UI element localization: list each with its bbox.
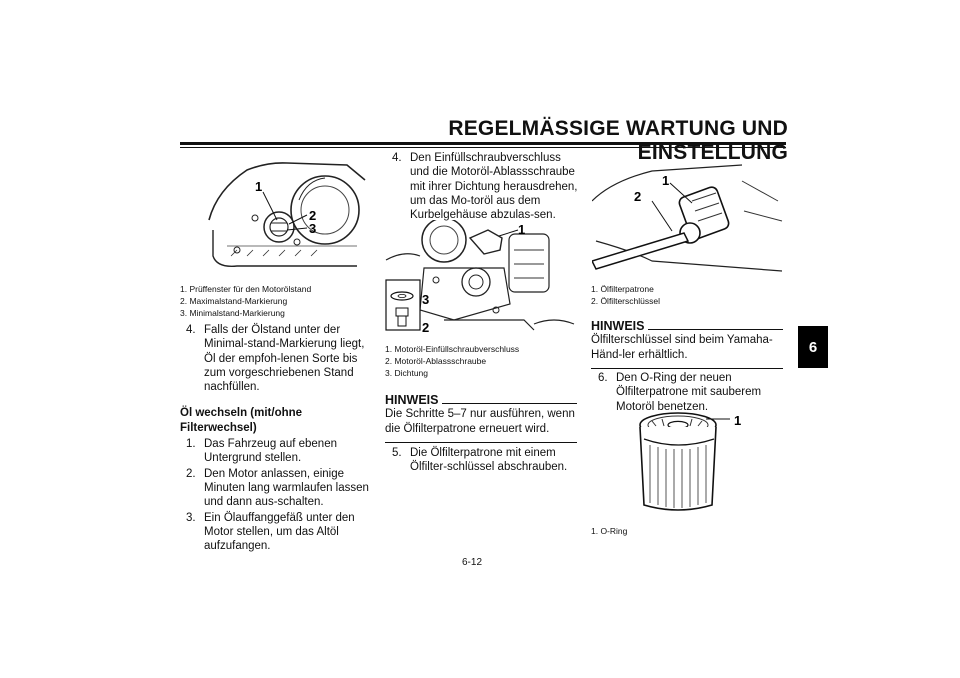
caption: 3. Dichtung [385, 368, 428, 378]
section-heading: Öl wechseln (mit/ohne Filterwechsel) [180, 407, 303, 434]
left-figure-captions: 1. Prüffenster für den Motorölstand 2. M… [180, 283, 311, 319]
callout-2: 2 [634, 189, 641, 204]
caption: 3. Minimalstand-Markierung [180, 308, 285, 318]
caption: 1. Prüffenster für den Motorölstand [180, 284, 312, 294]
caption: 2. Maximalstand-Markierung [180, 296, 288, 306]
step-4-refill: 4. Falls der Ölstand unter der Minimal-s… [186, 323, 376, 394]
callout-3: 3 [422, 292, 429, 307]
step-number: 3. [186, 511, 196, 524]
step-2: 2. Den Motor anlassen, einige Minuten la… [186, 467, 376, 510]
caption: 1. Ölfilterpatrone [591, 284, 654, 294]
step-text: Den Motor anlassen, einige Minuten lang … [204, 467, 369, 509]
step-number: 2. [186, 467, 196, 480]
right-step-6: 6. Den O-Ring der neuen Ölfilterpatrone … [598, 371, 786, 415]
caption: 2. Ölfilterschlüssel [591, 296, 660, 306]
chapter-tab[interactable]: 6 [798, 326, 828, 368]
oil-filter-wrench-figure: 1 2 [592, 161, 786, 277]
step-6: 6. Den O-Ring der neuen Ölfilterpatrone … [598, 371, 786, 414]
hinweis-label: HINWEIS [385, 393, 439, 407]
middle-figure-captions: 1. Motoröl-Einfüllschraubverschluss 2. M… [385, 343, 519, 379]
middle-step-5: 5. Die Ölfilterpatrone mit einem Ölfilte… [392, 446, 580, 476]
callout-2: 2 [422, 320, 429, 335]
step-text: Den O-Ring der neuen Ölfilterpatrone mit… [616, 372, 762, 413]
hinweis-text: Ölfilterschlüssel sind beim Yamaha-Händ-… [591, 334, 773, 361]
caption: 1. O-Ring [591, 526, 628, 536]
step-text: Ein Ölauffanggefäß unter den Motor stell… [204, 511, 355, 553]
hinweis-text: Die Schritte 5–7 nur ausführen, wenn die… [385, 408, 575, 435]
callout-1: 1 [662, 173, 669, 188]
header-rule-thin [180, 147, 786, 148]
step-text: Das Fahrzeug auf ebenen Untergrund stell… [204, 438, 337, 465]
left-column-text: 4. Falls der Ölstand unter der Minimal-s… [180, 323, 376, 554]
step-3: 3. Ein Ölauffanggefäß unter den Motor st… [186, 511, 376, 554]
hinweis-box-right: HINWEIS Ölfilterschlüssel sind beim Yama… [591, 319, 783, 369]
step-1: 1. Das Fahrzeug auf ebenen Untergrund st… [186, 437, 376, 466]
callout-1: 1 [255, 179, 262, 194]
callout-1: 1 [518, 222, 525, 237]
callout-2: 2 [309, 208, 316, 223]
o-ring-filter-figure: 1 [630, 405, 750, 517]
step-number: 4. [186, 324, 196, 336]
right-figure-captions: 1. Ölfilterpatrone 2. Ölfilterschlüssel [591, 283, 660, 307]
step-text: Den Einfüllschraubverschluss und die Mot… [410, 152, 578, 222]
caption: 1. Motoröl-Einfüllschraubverschluss [385, 344, 520, 354]
step-text: Die Ölfilterpatrone mit einem Ölfilter-s… [410, 447, 568, 474]
oil-level-window-figure: 1 2 3 [207, 160, 367, 278]
callout-3: 3 [309, 221, 316, 236]
step-number: 4. [392, 152, 402, 164]
hinweis-label: HINWEIS [591, 319, 645, 333]
page-title: REGELMÄSSIGE WARTUNG UND EINSTELLUNG [448, 117, 788, 164]
caption: 2. Motoröl-Ablassschraube [385, 356, 487, 366]
step-5: 5. Die Ölfilterpatrone mit einem Ölfilte… [392, 446, 580, 475]
middle-step-4: 4. Den Einfüllschraubverschluss und die … [392, 151, 580, 223]
page-number: 6-12 [462, 557, 483, 568]
step-number: 5. [392, 447, 402, 459]
filler-cap-drain-bolt-figure: 1 3 2 [384, 220, 578, 338]
step-4-drain: 4. Den Einfüllschraubverschluss und die … [392, 151, 580, 222]
hinweis-box-middle: HINWEIS Die Schritte 5–7 nur ausführen, … [385, 393, 577, 443]
step-number: 6. [598, 372, 608, 384]
step-text: Falls der Ölstand unter der Minimal-stan… [204, 324, 365, 394]
o-ring-caption: 1. O-Ring [591, 525, 627, 537]
step-number: 1. [186, 438, 196, 451]
header-rule [180, 142, 786, 145]
callout-1: 1 [734, 413, 741, 428]
